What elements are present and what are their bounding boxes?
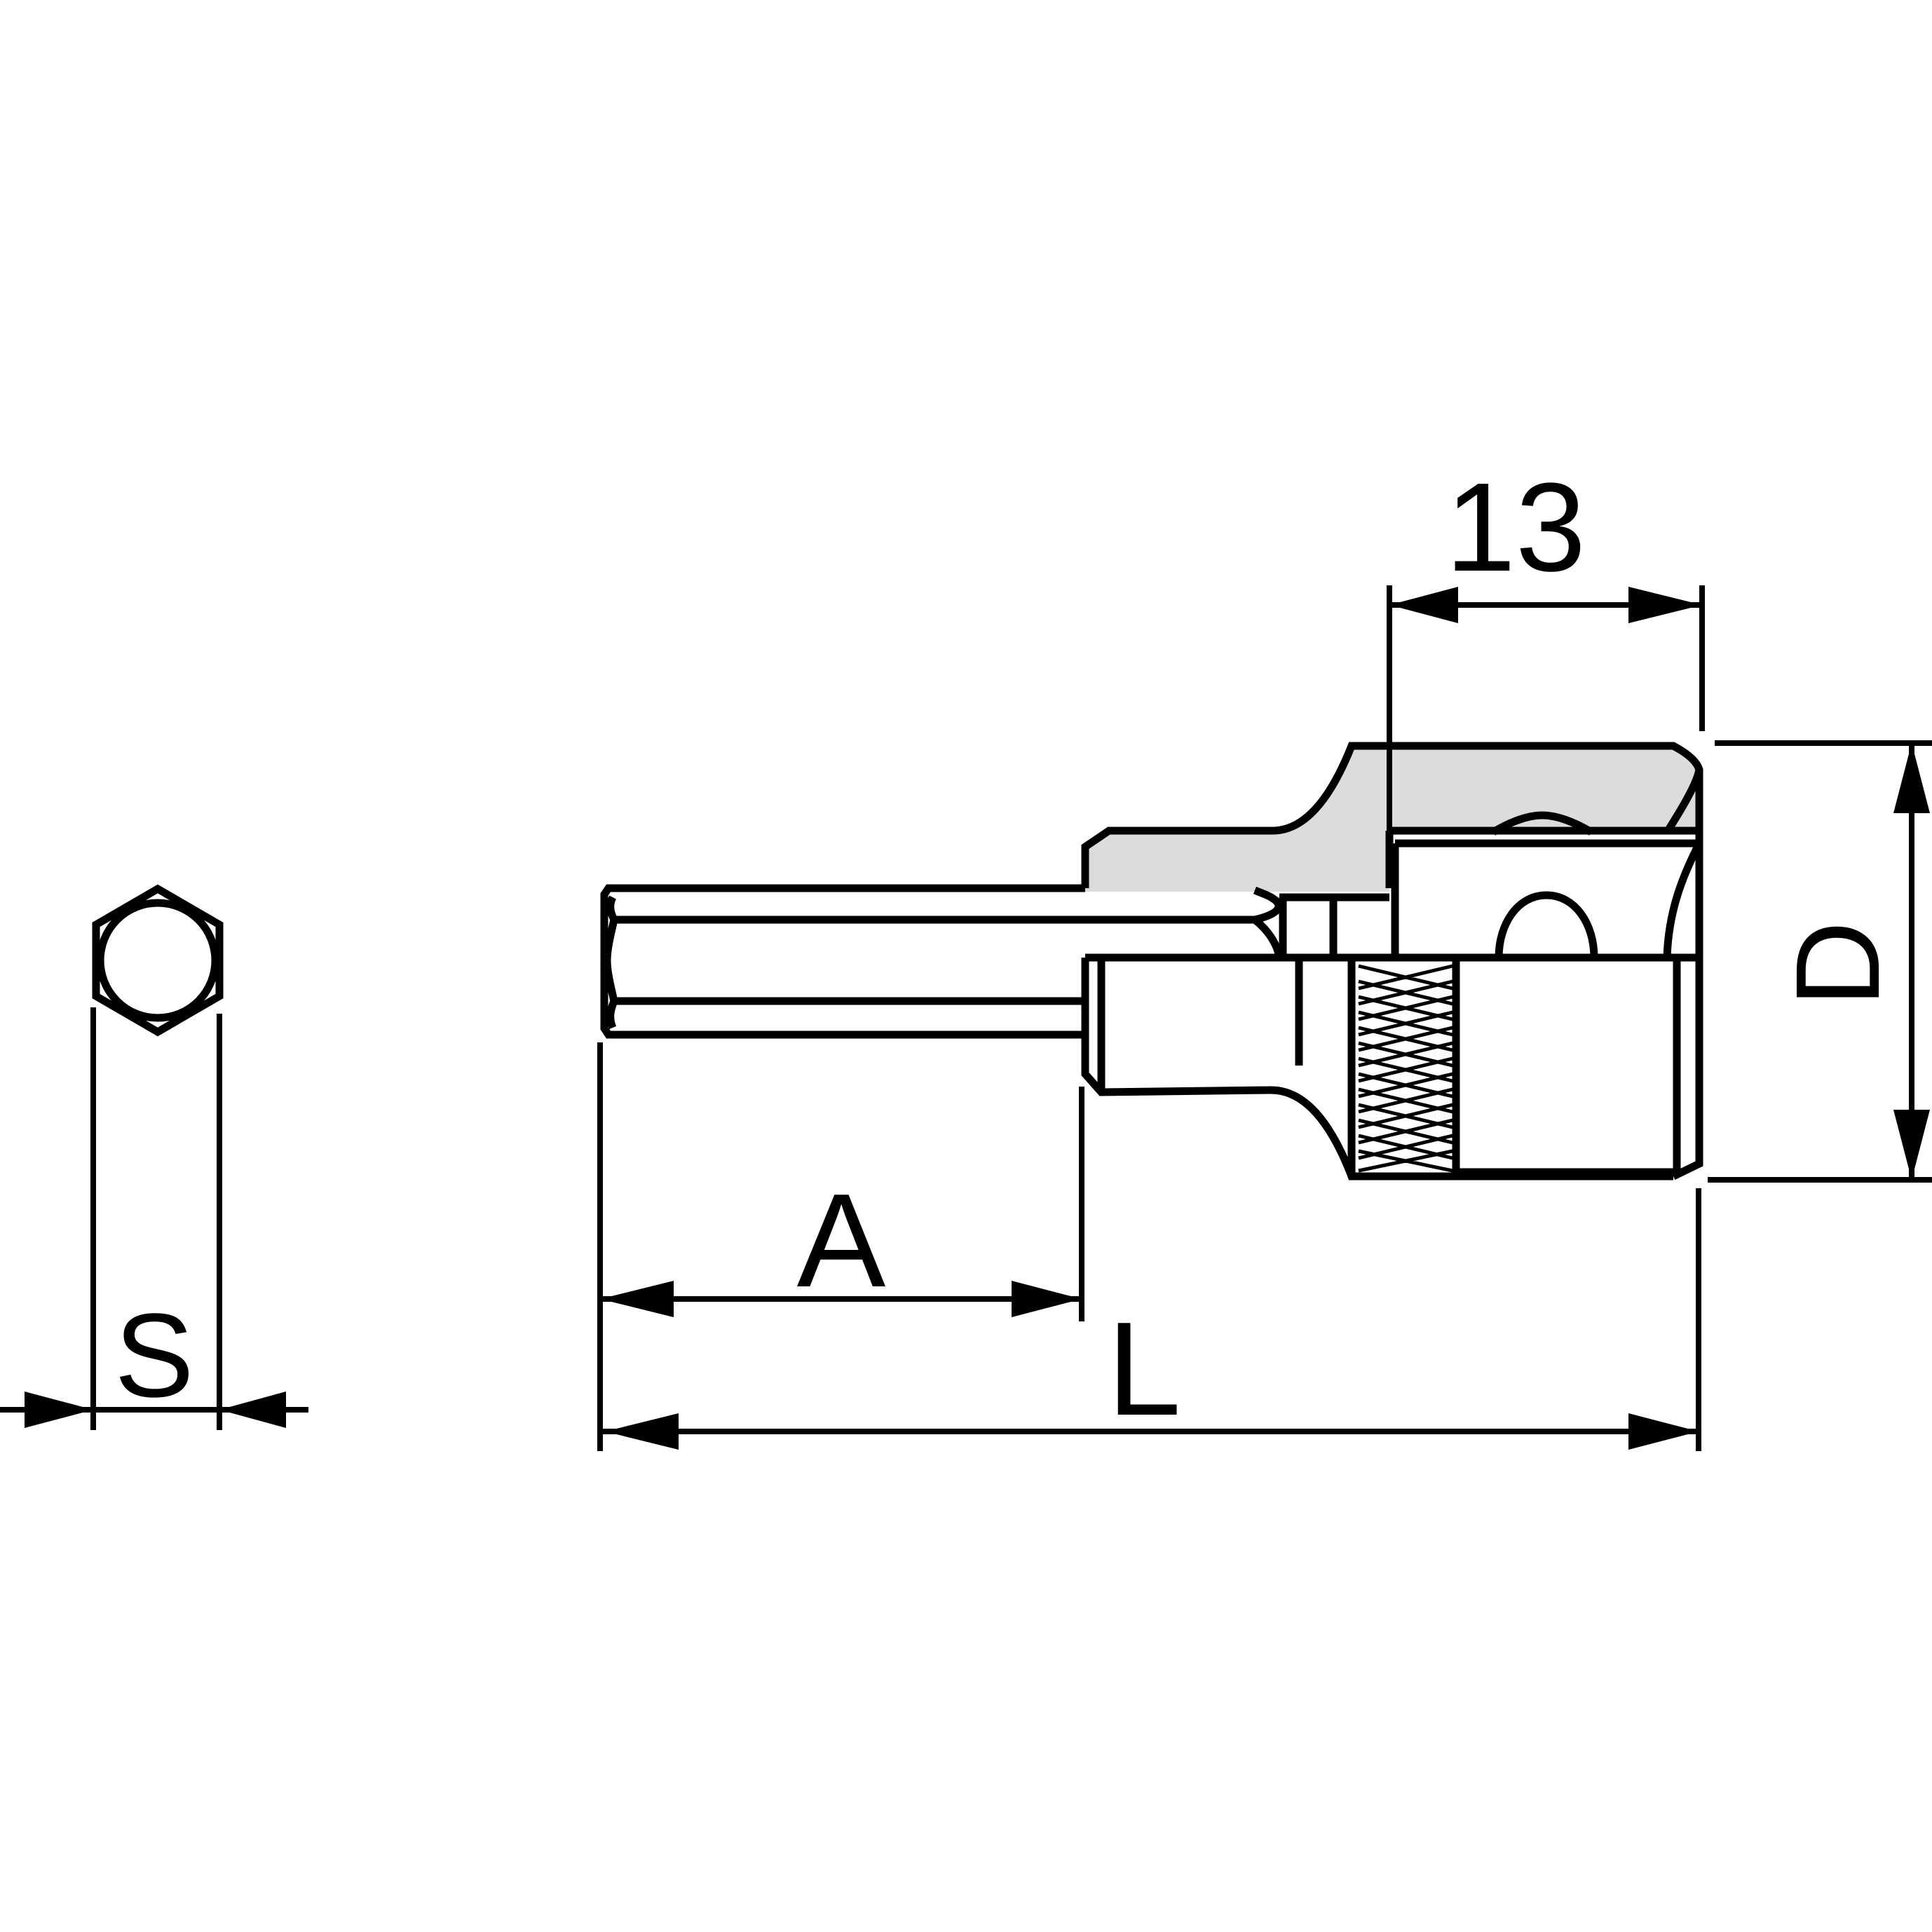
hex-shank-chamfer-top — [606, 895, 618, 922]
label-a: A — [797, 1166, 886, 1315]
dimension-s: S — [0, 1007, 308, 1430]
chamfer-right — [1663, 768, 1703, 958]
hex-shank-flat-top — [614, 886, 1283, 924]
socket-side-view — [600, 742, 1703, 1181]
hex-shank-curve — [603, 918, 618, 1002]
dimension-l: L — [600, 1188, 1701, 1451]
label-13: 13 — [1445, 457, 1586, 598]
shank-transition — [1252, 916, 1284, 959]
hex-bore-circle — [96, 899, 219, 1022]
ball-window-arch — [1495, 891, 1598, 958]
label-l: L — [1107, 1295, 1181, 1443]
insert-left-wall — [1385, 831, 1399, 958]
dimension-d: D — [1708, 740, 1932, 1183]
body-upper-outline — [1081, 742, 1703, 1180]
hex-shank-chamfer-bottom — [606, 999, 618, 1030]
hex-shank-outline — [600, 884, 1085, 1039]
label-d: D — [1771, 921, 1905, 1007]
hex-outline — [92, 884, 224, 1037]
label-s: S — [114, 1289, 193, 1422]
hex-end-view — [92, 884, 224, 1037]
knurl-pattern — [1358, 964, 1453, 1173]
lower-joint — [1081, 958, 1673, 1181]
dimension-a: A — [597, 1042, 1084, 1451]
dimension-13: 13 — [1387, 457, 1705, 838]
knurl-sleeve-right — [1452, 958, 1673, 1176]
ring-window — [1491, 811, 1593, 836]
